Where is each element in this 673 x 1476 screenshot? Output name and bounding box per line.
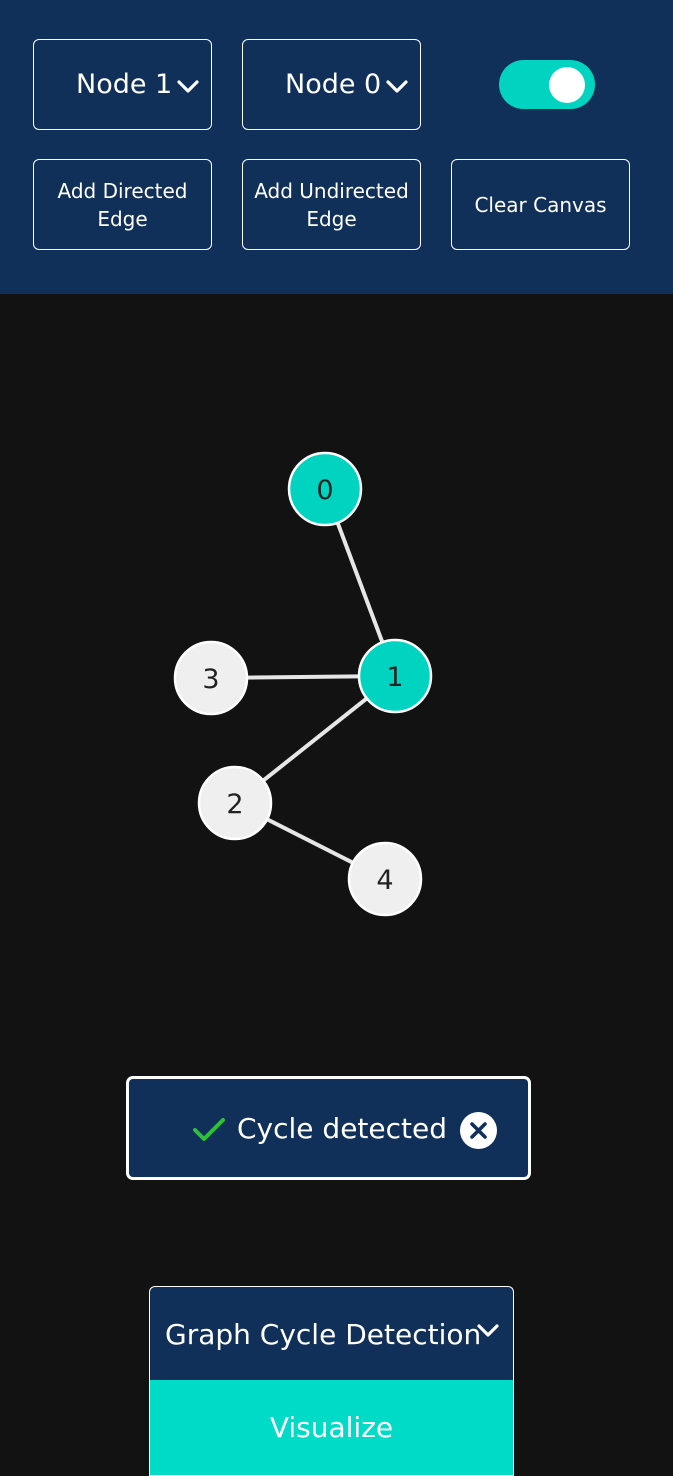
close-icon[interactable] [460,1112,497,1149]
graph-node-label: 3 [202,664,219,695]
clear-canvas-button[interactable]: Clear Canvas [451,159,630,250]
graph-node-circle [173,640,249,716]
toast-message: Cycle detected [237,1112,447,1145]
mode-toggle[interactable] [499,60,595,109]
graph-node-1[interactable]: 1 [357,638,433,714]
graph-node-0[interactable]: 0 [287,451,363,527]
graph-node-circle [287,451,363,527]
graph-node-circle [357,638,433,714]
cycle-toast: Cycle detected [126,1076,531,1180]
graph-canvas[interactable]: 0 1 2 3 4 [0,294,673,1054]
source-node-select[interactable]: Node 1 [33,39,212,130]
control-panel: Node 1 Node 0 Add Directed Edge Add Undi… [0,0,673,294]
graph-node-label: 0 [316,475,333,506]
graph-node-label: 2 [226,789,243,820]
graph-node-3[interactable]: 3 [173,640,249,716]
source-node-value: Node 1 [76,69,173,100]
chevron-down-icon [386,80,408,93]
graph-node-circle [197,765,273,841]
target-node-select[interactable]: Node 0 [242,39,421,130]
visualize-button[interactable]: Visualize [149,1380,514,1476]
target-node-value: Node 0 [285,69,382,100]
algorithm-select-value: Graph Cycle Detection [165,1318,482,1351]
graph-node-4[interactable]: 4 [347,841,423,917]
chevron-down-icon [477,1324,499,1337]
graph-node-2[interactable]: 2 [197,765,273,841]
check-icon [193,1118,225,1141]
chevron-down-icon [177,80,199,93]
algorithm-select[interactable]: Graph Cycle Detection [149,1286,514,1380]
toggle-knob [549,67,585,103]
graph-node-circle [347,841,423,917]
add-directed-edge-button[interactable]: Add Directed Edge [33,159,212,250]
add-undirected-edge-button[interactable]: Add Undirected Edge [242,159,421,250]
graph-node-label: 1 [386,662,403,693]
graph-node-label: 4 [376,865,393,896]
